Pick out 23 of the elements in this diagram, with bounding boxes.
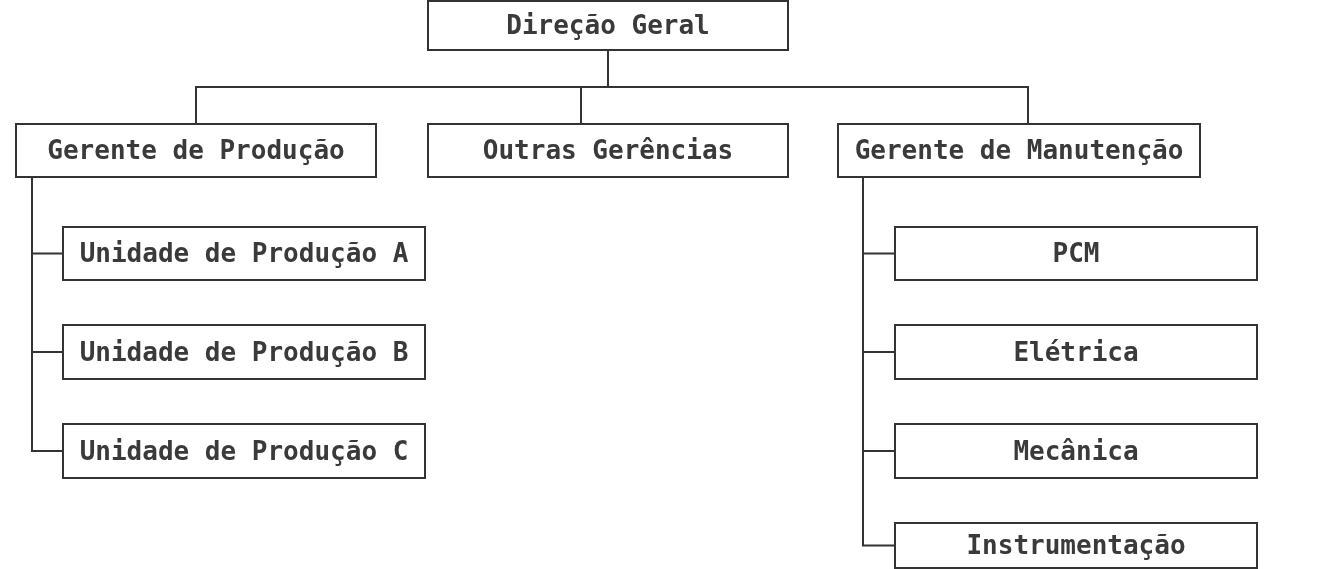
box-label: Gerente de Produção bbox=[47, 136, 345, 165]
org-box bbox=[894, 522, 1258, 569]
box-label: Outras Gerências bbox=[482, 136, 734, 165]
box-label: Elétrica bbox=[1013, 337, 1139, 367]
box-label: Instrumentação bbox=[966, 531, 1186, 560]
org-box bbox=[62, 324, 426, 380]
box-label: Mecânica bbox=[1013, 436, 1139, 466]
org-box bbox=[837, 123, 1201, 178]
org-box bbox=[62, 423, 426, 479]
org-box bbox=[894, 226, 1258, 281]
org-box bbox=[427, 123, 789, 178]
org-box bbox=[427, 0, 789, 51]
box-label: Unidade de Produção A bbox=[79, 239, 409, 268]
box-label: Gerente de Manutenção bbox=[854, 136, 1184, 165]
box-label: PCM bbox=[1052, 239, 1100, 268]
org-box bbox=[894, 423, 1258, 479]
box-label: Unidade de Produção B bbox=[79, 337, 409, 367]
box-label: Unidade de Produção C bbox=[79, 436, 409, 466]
org-box bbox=[15, 123, 377, 178]
connector-line bbox=[31, 177, 63, 452]
box-label: Direção Geral bbox=[506, 11, 710, 40]
org-box bbox=[62, 226, 426, 281]
org-box bbox=[894, 324, 1258, 380]
